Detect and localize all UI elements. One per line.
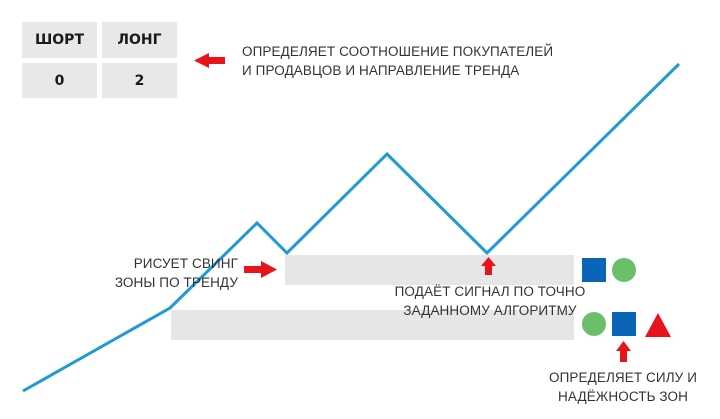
value-long: 2: [102, 63, 177, 98]
lower-zone: [171, 310, 574, 340]
ratio-line2: И ПРОДАВЦОВ И НАПРАВЛЕНИЕ ТРЕНДА: [242, 63, 520, 78]
swing-line2: ЗОНЫ ПО ТРЕНДУ: [114, 275, 238, 290]
arrow-up-strength-icon: [616, 341, 631, 362]
triangle-icon: [645, 313, 671, 337]
circle-icon: [582, 312, 606, 336]
value-short: 0: [22, 63, 97, 98]
ratio-annotation: ОПРЕДЕЛЯЕТ СООТНОШЕНИЕ ПОКУПАТЕЛЕЙ И ПРО…: [242, 42, 553, 80]
upper-zone: [285, 255, 574, 285]
signal-line1: ПОДАЁТ СИГНАЛ ПО ТОЧНО: [394, 284, 586, 299]
signal-line2: ЗАДАННОМУ АЛГОРИТМУ: [403, 303, 577, 318]
ratio-line1: ОПРЕДЕЛЯЕТ СООТНОШЕНИЕ ПОКУПАТЕЛЕЙ: [242, 44, 554, 59]
arrow-up-signal-icon: [481, 257, 496, 275]
square-icon: [612, 312, 636, 336]
arrow-left-icon: [194, 53, 225, 68]
swing-line1: РИСУЕТ СВИНГ: [133, 256, 238, 271]
signal-annotation: ПОДАЁТ СИГНАЛ ПО ТОЧНО ЗАДАННОМУ АЛГОРИТ…: [392, 282, 588, 320]
strength-line2: НАДЁЖНОСТЬ ЗОН: [558, 389, 688, 404]
strength-annotation: ОПРЕДЕЛЯЕТ СИЛУ И НАДЁЖНОСТЬ ЗОН: [548, 368, 698, 406]
header-long: ЛОНГ: [102, 22, 177, 58]
swing-annotation: РИСУЕТ СВИНГ ЗОНЫ ПО ТРЕНДУ: [110, 254, 238, 292]
arrow-right-icon: [244, 261, 277, 278]
strength-line1: ОПРЕДЕЛЯЕТ СИЛУ И: [548, 370, 697, 385]
square-icon: [582, 258, 606, 282]
header-short: ШОРТ: [22, 22, 97, 58]
circle-icon: [612, 258, 636, 282]
trend-line: [22, 62, 681, 393]
